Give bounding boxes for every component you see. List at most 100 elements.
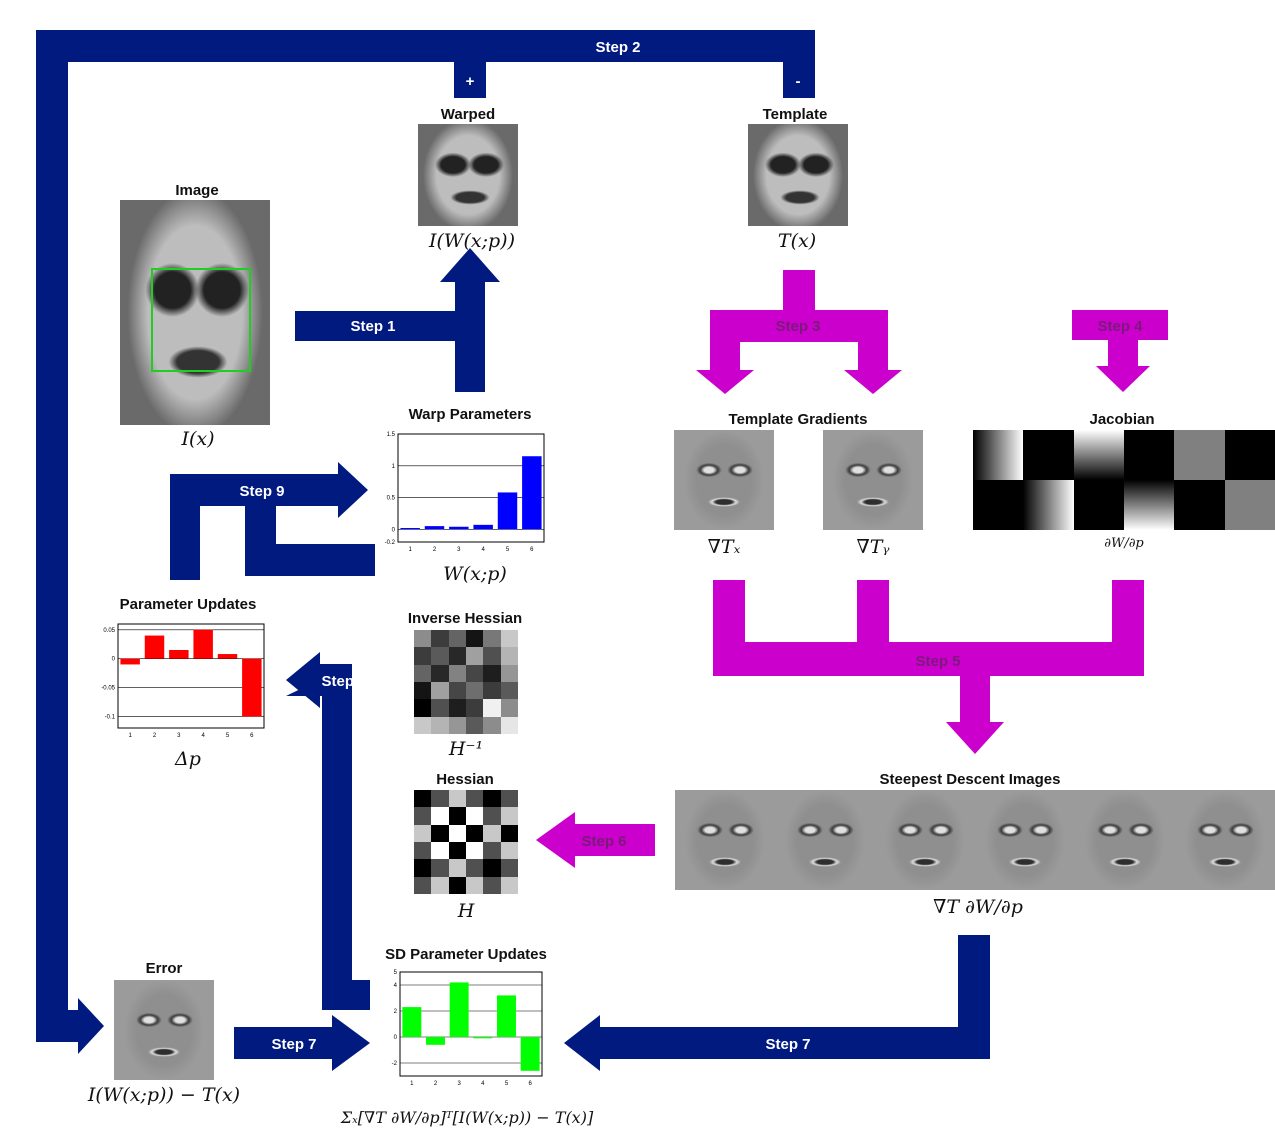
bar [424, 526, 445, 530]
warp-parameters-formula: W(x;p) [443, 563, 507, 585]
x-tick-label: 1 [128, 733, 132, 739]
matrix-cell [431, 716, 449, 734]
template-region-box [151, 268, 251, 372]
step4-label: Step 4 [1097, 318, 1143, 335]
matrix-cell [431, 664, 449, 682]
jacobian-image [973, 430, 1275, 530]
plot-frame [397, 433, 545, 543]
bar [400, 528, 420, 530]
matrix-cell [483, 716, 501, 734]
error-image [114, 980, 214, 1080]
hessian-title: Hessian [436, 771, 494, 788]
image-title: Image [175, 182, 219, 199]
matrix-cell [414, 876, 432, 894]
step9-label: Step 9 [239, 483, 284, 500]
parameter-updates-formula: Δp [175, 748, 201, 770]
matrix-cell [431, 824, 449, 842]
matrix-cell [483, 681, 501, 700]
x-tick-label: 2 [433, 547, 437, 553]
matrix-cell [448, 699, 466, 717]
bar [522, 456, 542, 530]
sd-image [775, 790, 875, 890]
y-tick-label: 0.5 [387, 496, 396, 502]
matrix-cell [500, 841, 518, 860]
warp-parameters-title: Warp Parameters [408, 406, 532, 423]
matrix-cell [500, 699, 518, 717]
warped-formula: I(W(x;p)) [429, 230, 515, 252]
sd-image [675, 790, 775, 890]
step3-arrow [696, 270, 902, 394]
x-tick-label: 2 [434, 1081, 438, 1087]
bar [473, 524, 493, 530]
minus-sign: - [796, 73, 801, 90]
matrix-cell [448, 647, 466, 665]
sd-image [875, 790, 975, 890]
matrix-cell [500, 664, 518, 682]
sd-parameter-updates-title: SD Parameter Updates [385, 946, 547, 963]
x-tick-label: 1 [410, 1081, 414, 1087]
warped-image [418, 124, 518, 226]
inverse-hessian-title: Inverse Hessian [407, 610, 523, 627]
template-formula: T(x) [777, 230, 817, 252]
y-tick-label: 5 [394, 970, 398, 976]
matrix-cell [414, 716, 432, 734]
matrix-cell [466, 841, 484, 860]
step4-arrow [1072, 310, 1168, 392]
steepest-descent-title: Steepest Descent Images [879, 771, 1061, 788]
steepest-descent-formula: ∇T ∂W/∂p [933, 896, 1023, 918]
matrix-cell [483, 824, 501, 842]
matrix-cell [483, 859, 501, 877]
step5-arrow [713, 580, 1144, 754]
x-tick-label: 6 [528, 1081, 532, 1087]
matrix-cell [483, 876, 501, 894]
gradient-y-image [823, 430, 923, 530]
matrix-cell [414, 647, 432, 665]
bar [473, 1037, 493, 1039]
bar [497, 492, 518, 530]
matrix-cell [500, 790, 518, 808]
bar [449, 982, 469, 1037]
y-tick-label: 0 [112, 657, 116, 663]
x-tick-label: 4 [481, 547, 485, 553]
bar [169, 650, 189, 659]
matrix-cell [414, 630, 432, 648]
bar [144, 635, 165, 659]
plot-frame [399, 971, 543, 1077]
y-tick-label: 0 [392, 527, 396, 533]
matrix-cell [466, 630, 484, 648]
bar [120, 658, 140, 665]
matrix-cell [431, 699, 449, 717]
matrix-cell [500, 647, 518, 665]
steepest-descent-images [675, 790, 1275, 890]
error-title: Error [145, 960, 183, 977]
matrix-cell [466, 699, 484, 717]
gradient-y-formula: ∇Tᵧ [856, 536, 890, 558]
matrix-cell [500, 824, 518, 842]
step5-label: Step 5 [915, 653, 960, 670]
x-tick-label: 5 [226, 733, 230, 739]
step9-arrow [170, 462, 375, 580]
x-tick-label: 3 [177, 733, 181, 739]
matrix-cell [431, 790, 449, 808]
jacobian-title: Jacobian [1089, 411, 1155, 428]
matrix-cell [500, 681, 518, 700]
step8-body [322, 664, 352, 1010]
matrix-cell [414, 681, 432, 700]
matrix-cell [431, 876, 449, 894]
matrix-cell [414, 824, 432, 842]
bar [449, 526, 469, 530]
x-tick-label: 3 [457, 547, 461, 553]
step7-right-label: Step 7 [765, 1036, 810, 1053]
bar [520, 1037, 540, 1071]
template-image [748, 124, 848, 226]
step2-label: Step 2 [595, 39, 640, 56]
inverse-hessian-formula: H⁻¹ [448, 738, 484, 760]
matrix-cell [483, 790, 501, 808]
matrix-cell [466, 790, 484, 808]
x-tick-label: 1 [408, 547, 412, 553]
matrix-cell [466, 876, 484, 894]
bar [242, 658, 262, 717]
matrix-cell [466, 664, 484, 682]
matrix-cell [448, 807, 466, 825]
y-tick-label: -0.2 [385, 540, 396, 546]
